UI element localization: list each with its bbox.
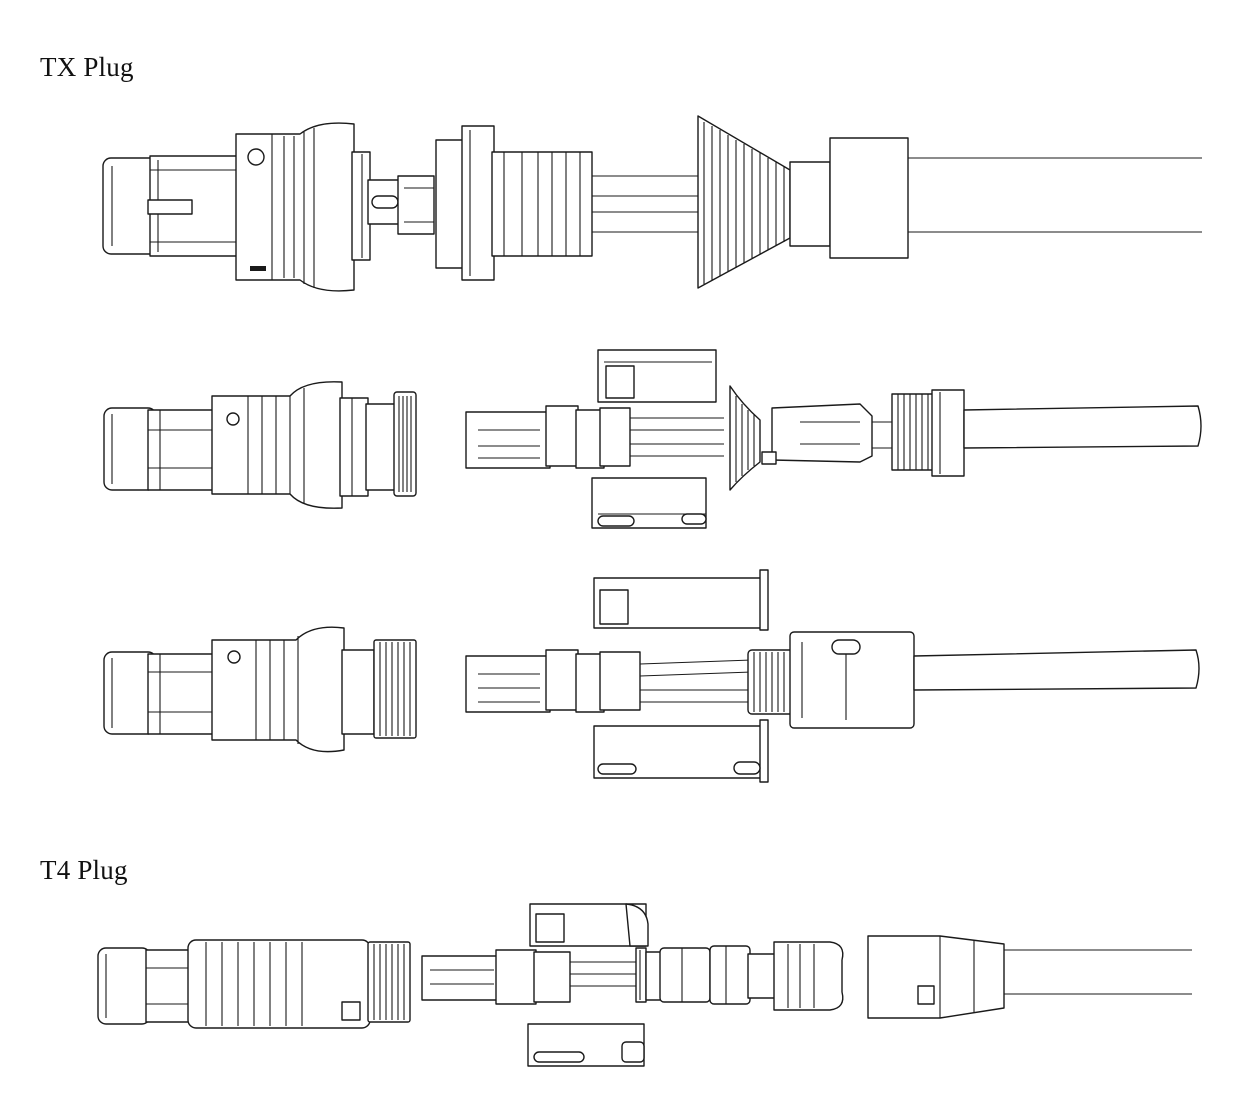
tx1-cable: [790, 138, 1202, 258]
tx3-plug-body: [104, 627, 416, 751]
tx2-lower-shell-half: [592, 478, 706, 528]
tx-assembly-2: [104, 350, 1201, 528]
tx3-upper-shell-half: [594, 570, 768, 630]
tx3-lower-shell-half: [594, 720, 768, 782]
tx3-braid-sleeve: [748, 650, 794, 714]
tx-plug-label: TX Plug: [40, 52, 134, 82]
t4-strain-relief-boot: [868, 936, 1004, 1018]
tx2-contact-insert: [466, 406, 724, 468]
tx-assembly-3: [104, 570, 1199, 782]
tx2-braid-fan: [730, 386, 760, 490]
tx1-wires-and-braid: [592, 116, 790, 288]
tx2-cable: [964, 406, 1201, 448]
tx3-contact-insert: [466, 650, 752, 712]
t4-lower-shell-half: [528, 1024, 644, 1066]
tx2-plug-body: [104, 382, 416, 508]
t4-plug-body: [98, 940, 410, 1028]
tx3-cable-clamp: [790, 632, 914, 728]
tx3-cable: [914, 650, 1199, 690]
t4-assembly: [98, 904, 1192, 1066]
tx1-plug-body: [103, 123, 434, 291]
t4-braid-and-ferrules: [636, 942, 843, 1010]
tx2-collet-and-gland: [762, 390, 964, 476]
tx-assembly-1: [103, 116, 1202, 291]
t4-cable: [1004, 950, 1192, 994]
tx1-threaded-nut: [436, 126, 592, 280]
t4-contact-insert: [422, 950, 640, 1004]
t4-plug-label: T4 Plug: [40, 855, 128, 885]
t4-upper-shell-half: [530, 904, 648, 946]
tx2-upper-shell-half: [598, 350, 716, 402]
